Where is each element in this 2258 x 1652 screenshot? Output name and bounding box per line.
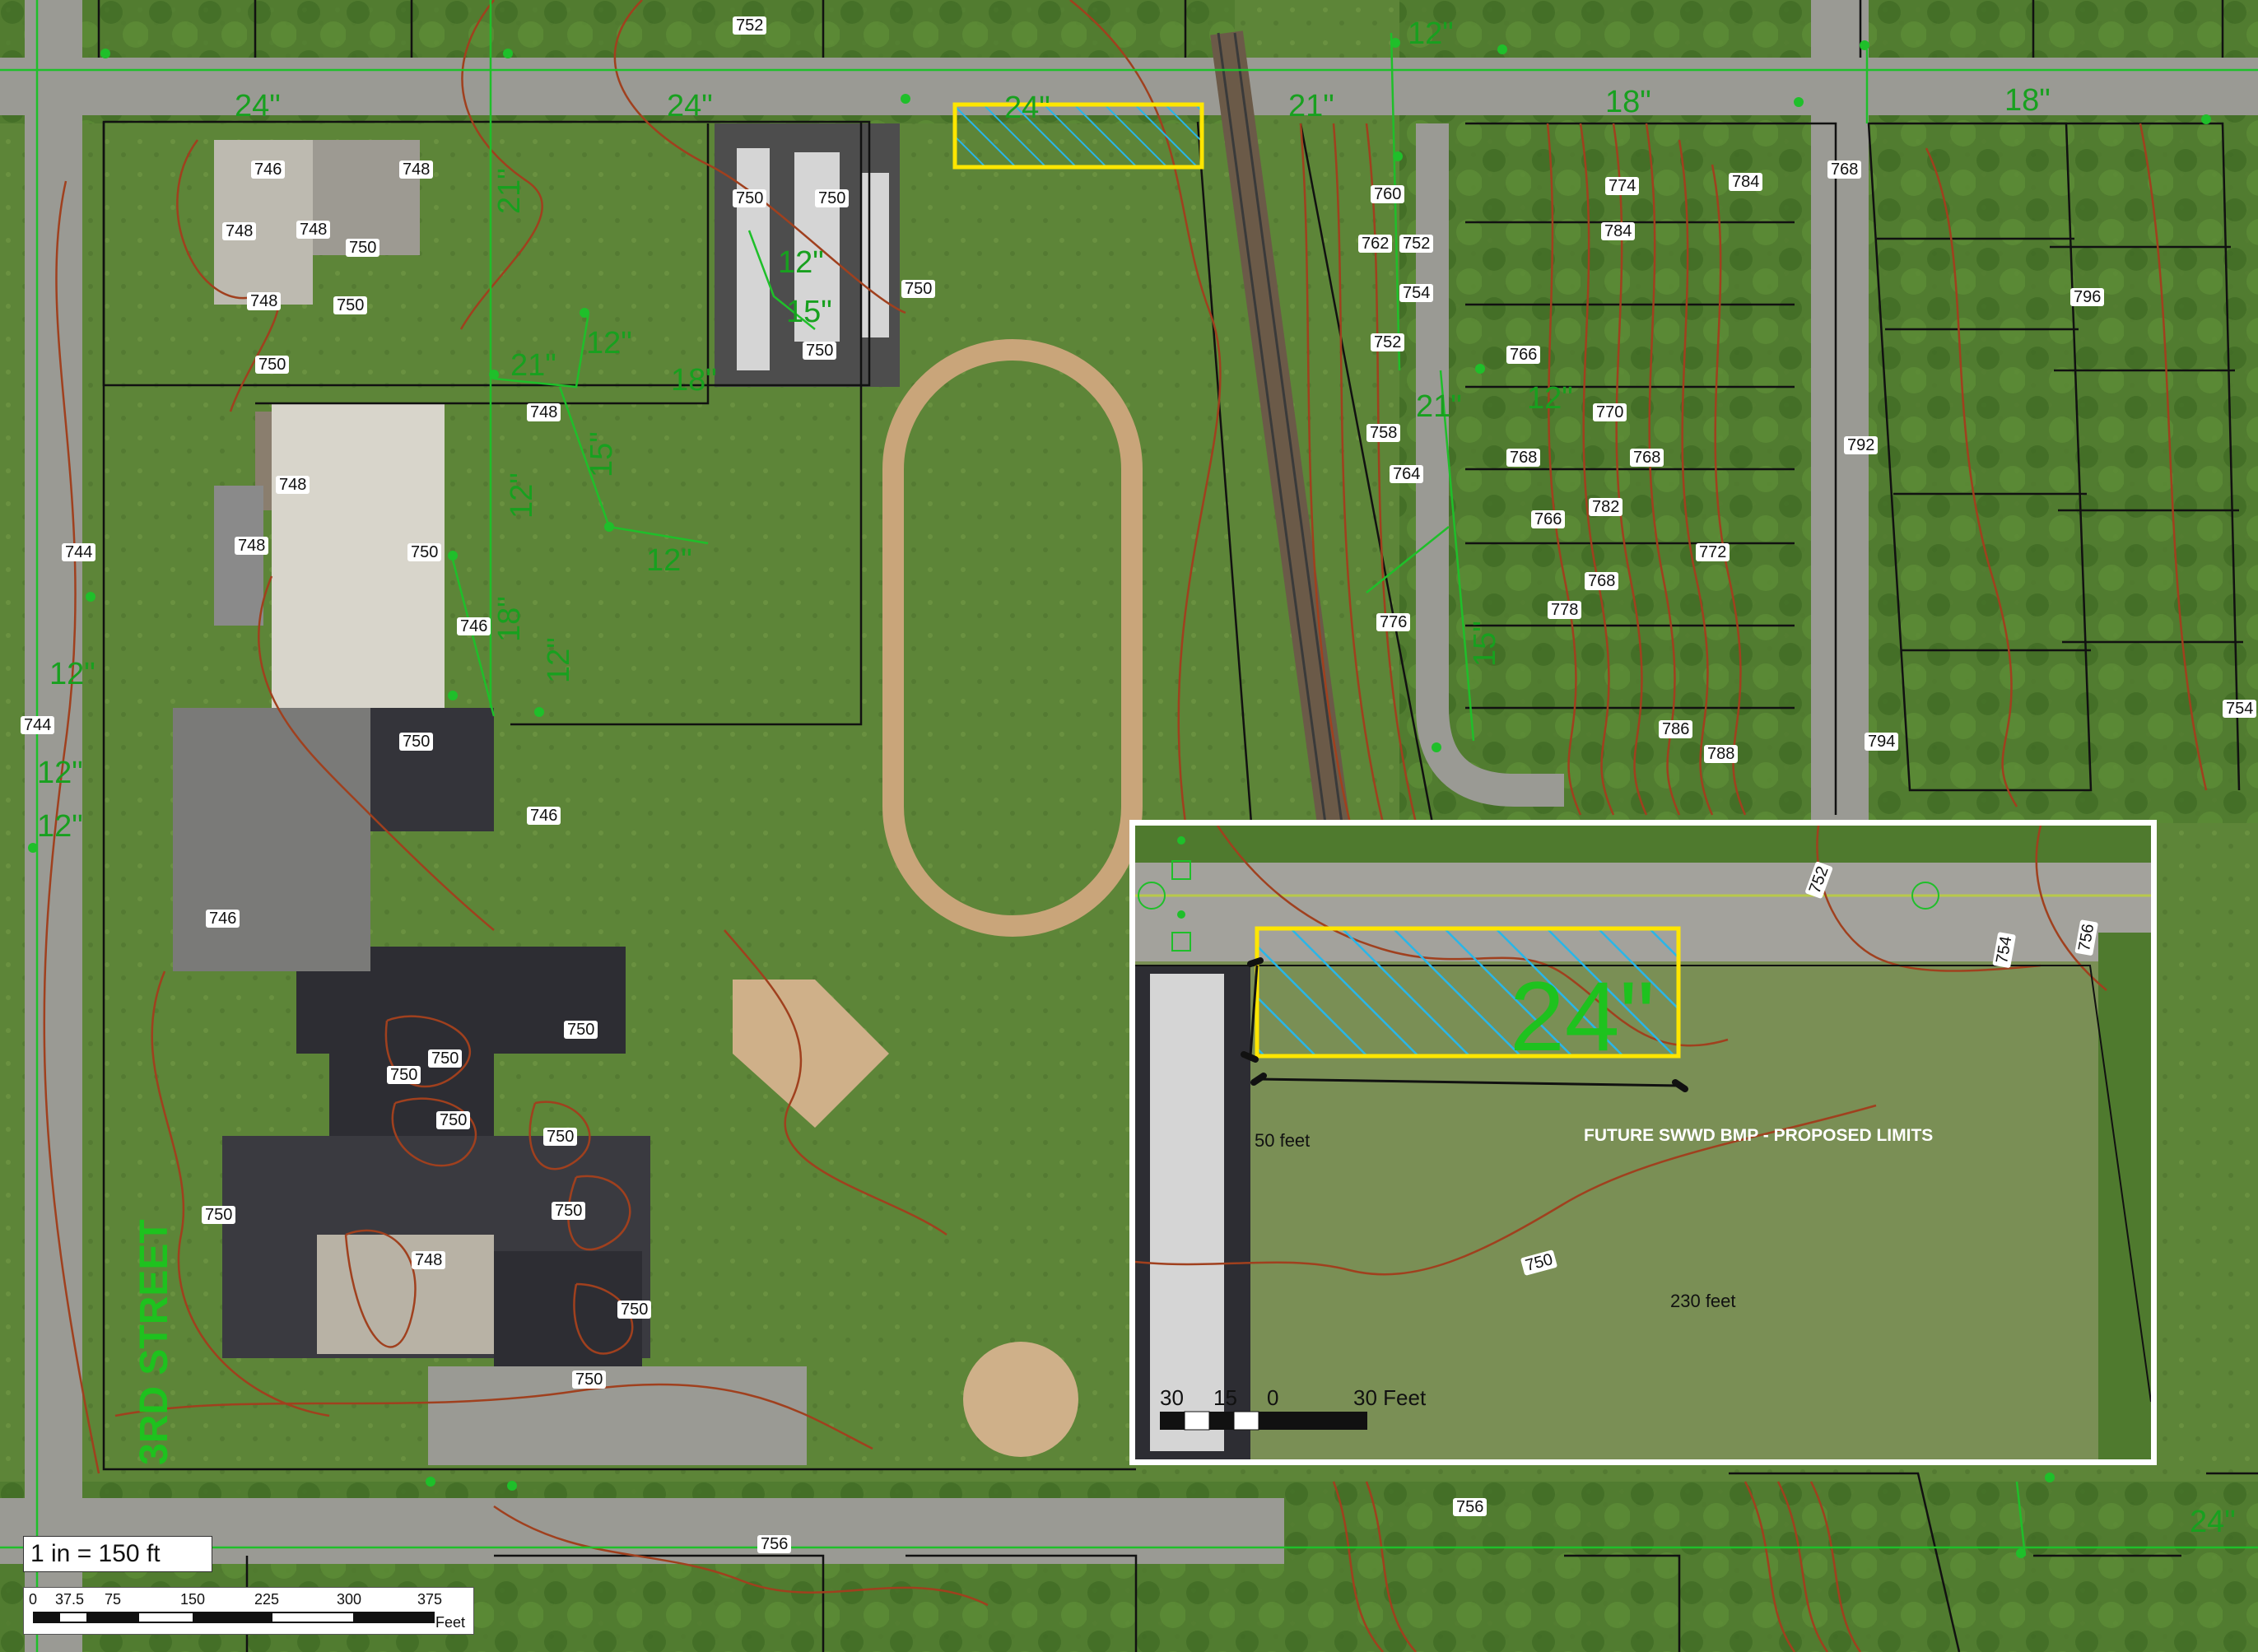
bmp-label: FUTURE SWWD BMP - PROPOSED LIMITS	[1584, 1126, 1934, 1145]
railway-track	[1217, 32, 1343, 824]
inset-storage-roof	[1150, 974, 1224, 1451]
scale-ratio-label: 1 in = 150 ft	[30, 1540, 161, 1567]
width-dimension-ticks	[1241, 957, 1264, 1063]
cul-de-sac-road	[1416, 123, 1564, 807]
bmp-area-main[interactable]	[952, 102, 1204, 170]
scale-tick: 150	[180, 1591, 206, 1608]
parking-lot	[428, 1366, 807, 1465]
parcel-lines	[97, 0, 2258, 1652]
east-road	[1811, 0, 1869, 823]
length-dimension-ticks	[1250, 1073, 1688, 1092]
length-dimension-line	[1258, 1077, 1681, 1087]
building	[214, 486, 263, 626]
storage-building	[737, 148, 770, 370]
inset-pipe-label: 24"	[1510, 961, 1655, 1072]
inset-manhole	[1911, 882, 1939, 910]
inset-manhole	[1138, 882, 1166, 910]
inset-tree-edge	[2098, 933, 2151, 1459]
scale-tick: 0	[29, 1591, 38, 1608]
inset-scale-tick: 30 Feet	[1353, 1385, 1427, 1410]
inset-scale-tick: 0	[1267, 1385, 1279, 1410]
contour-lines	[43, 0, 2208, 1652]
scale-tick: 75	[105, 1591, 122, 1608]
bmp-area-inset[interactable]	[1255, 926, 1681, 1059]
baseball-diamond	[733, 980, 889, 1128]
width-dimension-label: 50 feet	[1255, 1130, 1311, 1151]
inset-structure	[1177, 910, 1185, 919]
width-dimension-line	[1249, 965, 1259, 1057]
building	[214, 140, 313, 305]
scale-tick: 225	[254, 1591, 280, 1608]
scale-tick: 37.5	[55, 1591, 85, 1608]
inset-scale-tick: 15	[1213, 1385, 1237, 1410]
bmp-inset-panel[interactable]: 24" FUTURE SWWD BMP - PROPOSED LIMITS 50…	[1129, 820, 2157, 1465]
running-track	[882, 339, 1143, 937]
railway-bed	[1210, 30, 1350, 826]
inset-scale-tick: 30	[1160, 1385, 1184, 1410]
storm-structures	[28, 38, 2211, 1558]
inset-scale-bar	[1160, 1411, 1367, 1431]
length-dimension-label: 230 feet	[1670, 1291, 1736, 1311]
scale-ratio-box: 1 in = 150 ft	[23, 1536, 212, 1572]
building	[272, 403, 445, 716]
south-road	[0, 1498, 1284, 1564]
inset-catch-basin	[1171, 860, 1191, 880]
scale-bar-graphic	[33, 1612, 435, 1623]
building	[313, 140, 420, 255]
third-street-road	[25, 0, 82, 1652]
scale-unit: Feet	[435, 1614, 466, 1631]
scale-tick: 300	[337, 1591, 362, 1608]
storage-building	[860, 173, 889, 337]
scale-bar: 0 37.5 75 150 225 300 375 Feet	[23, 1587, 474, 1635]
building	[370, 708, 494, 831]
ball-field-infield	[963, 1342, 1078, 1457]
parking-lot	[173, 708, 370, 971]
inset-catch-basin	[1171, 932, 1191, 952]
inset-structure	[1177, 836, 1185, 845]
scale-tick: 375	[417, 1591, 443, 1608]
